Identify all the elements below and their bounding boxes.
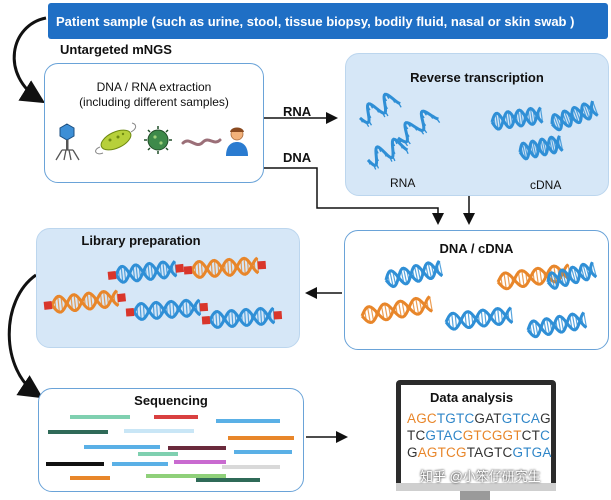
dna-helix-icon	[43, 289, 127, 314]
sequence-segment: GAT	[474, 411, 502, 426]
sequence-segment: TAGTC	[466, 445, 513, 460]
virus-icon	[144, 126, 172, 154]
dna-arrow-label: DNA	[283, 150, 312, 165]
adapter-mark	[117, 293, 127, 303]
sequence-line-2: TCGTACGTCGGTCTC	[407, 428, 550, 443]
sequence-segment: C	[540, 428, 551, 443]
adapter-mark	[107, 271, 117, 280]
dna-helix-icon	[546, 261, 598, 290]
worm-icon	[181, 138, 222, 147]
library-preparation-title: Library preparation	[81, 233, 201, 248]
sequence-segment: GTGA	[512, 445, 552, 460]
dna-helix-icon	[490, 106, 544, 131]
cdna-label: cDNA	[530, 178, 562, 192]
dna-helix-icon	[550, 100, 599, 132]
extraction-label-1: DNA / RNA extraction	[96, 80, 212, 94]
dna-helix-icon	[444, 306, 514, 331]
dna-helix-icon	[107, 260, 185, 284]
dna-helix-icon	[518, 135, 564, 161]
extraction-label-2: (including different samples)	[79, 95, 229, 109]
adapter-mark	[175, 263, 185, 273]
rna-label: RNA	[390, 176, 416, 190]
adapter-mark	[125, 308, 135, 317]
sequence-segment: AGC	[407, 411, 437, 426]
adapter-mark	[273, 310, 283, 320]
dna-helix-icon	[183, 256, 267, 279]
adapter-mark	[257, 260, 267, 270]
bacterium-icon	[95, 122, 137, 155]
sequencing-title: Sequencing	[134, 393, 208, 408]
sequence-line-1: AGCTGTCGATGTCAG	[407, 411, 551, 426]
arrow-library-to-sequencing	[7, 273, 44, 399]
adapter-mark	[183, 266, 193, 275]
sequence-segment: TC	[407, 428, 426, 443]
dna-helix-icon	[360, 295, 433, 325]
dna-helix-icon	[384, 260, 444, 289]
dna-cdna-title: DNA / cDNA	[439, 241, 514, 256]
untargeted-mngs-title: Untargeted mNGS	[60, 42, 172, 57]
sequence-segment: CT	[521, 428, 541, 443]
sequence-segment: AGTCG	[417, 445, 467, 460]
human-icon	[226, 127, 248, 156]
sequence-segment: GTCGGT	[462, 428, 522, 443]
bacteriophage-icon	[55, 123, 80, 161]
adapter-mark	[199, 302, 209, 312]
sequence-segment: GTCA	[501, 411, 541, 426]
dna-helix-icon	[125, 298, 209, 321]
watermark: 知乎 @小笨仔研究生	[420, 469, 541, 484]
sequence-segment: GTAC	[425, 428, 463, 443]
rna-strand-icon	[397, 109, 441, 147]
reverse-transcription-title: Reverse transcription	[410, 70, 544, 85]
sequence-segment: G	[540, 411, 551, 426]
dna-helix-icon	[201, 306, 283, 329]
rna-arrow-label: RNA	[283, 104, 312, 119]
dna-helix-icon	[526, 311, 588, 339]
data-analysis-title: Data analysis	[430, 390, 514, 405]
rna-strand-icon	[366, 137, 409, 170]
arrow-dna	[263, 167, 444, 225]
rna-strand-icon	[359, 92, 402, 128]
sequence-segment: TGTC	[436, 411, 475, 426]
extraction-box	[44, 63, 264, 183]
adapter-mark	[201, 316, 211, 325]
patient-sample-banner: Patient sample (such as urine, stool, ti…	[48, 3, 608, 39]
sequence-line-3: GAGTCGTAGTCGTGA	[407, 445, 552, 460]
sequence-segment: G	[407, 445, 418, 460]
arrow-banner-to-extraction	[12, 16, 47, 104]
library-preparation-box	[36, 228, 300, 348]
adapter-mark	[43, 301, 53, 310]
